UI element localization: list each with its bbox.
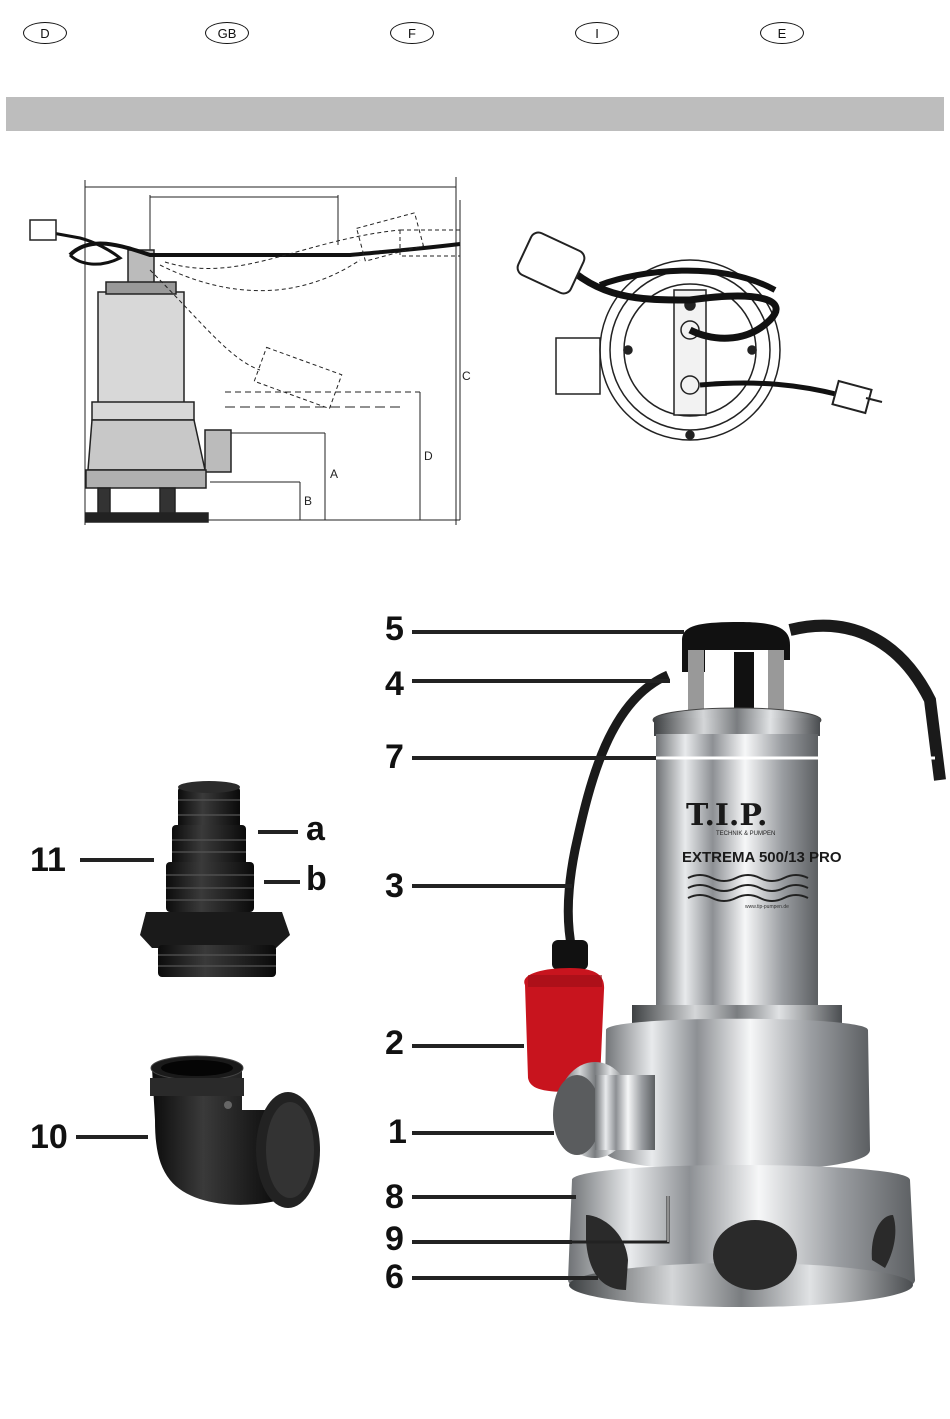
callout-6: 6 xyxy=(385,1260,404,1294)
callout-b: b xyxy=(306,862,327,896)
leader-line-2 xyxy=(412,1044,524,1048)
callout-1: 1 xyxy=(388,1115,407,1149)
dimension-label-b: B xyxy=(304,494,312,508)
leader-line-a xyxy=(258,830,298,834)
callout-a: a xyxy=(306,812,325,846)
callout-3: 3 xyxy=(385,869,404,903)
leader-line-3 xyxy=(412,884,572,888)
hose-adapter-illustration xyxy=(140,781,290,977)
leader-line-8 xyxy=(412,1195,576,1199)
leader-line-b xyxy=(264,880,300,884)
leader-line-9 xyxy=(412,1240,572,1244)
leader-line-11 xyxy=(80,858,154,862)
leader-line-10 xyxy=(76,1135,148,1139)
pump-url-text: www.tip-pumpen.de xyxy=(745,904,789,910)
callout-9: 9 xyxy=(385,1222,404,1256)
callout-11: 11 xyxy=(30,843,66,877)
pump-brand-text: T.I.P. xyxy=(686,798,767,833)
leader-line-6 xyxy=(412,1276,598,1280)
callout-7: 7 xyxy=(385,740,404,774)
leader-line-5 xyxy=(412,630,684,634)
dimension-label-a: A xyxy=(330,467,338,481)
leader-line-7 xyxy=(412,756,656,760)
callout-8: 8 xyxy=(385,1180,404,1214)
side-view-drawing: C D A B xyxy=(0,0,950,560)
pump-tagline-text: TECHNIK & PUMPEN xyxy=(716,831,775,837)
pump-model-text: EXTREMA 500/13 PRO xyxy=(682,849,842,866)
callout-10: 10 xyxy=(30,1120,68,1154)
callout-4: 4 xyxy=(385,667,404,701)
elbow-connector-illustration xyxy=(150,1056,320,1208)
leader-line-1 xyxy=(412,1131,554,1135)
dimension-label-d: D xyxy=(424,449,433,463)
callout-5: 5 xyxy=(385,612,404,646)
leader-line-4 xyxy=(412,679,670,683)
callout-2: 2 xyxy=(385,1026,404,1060)
dimension-label-c: C xyxy=(462,369,471,383)
